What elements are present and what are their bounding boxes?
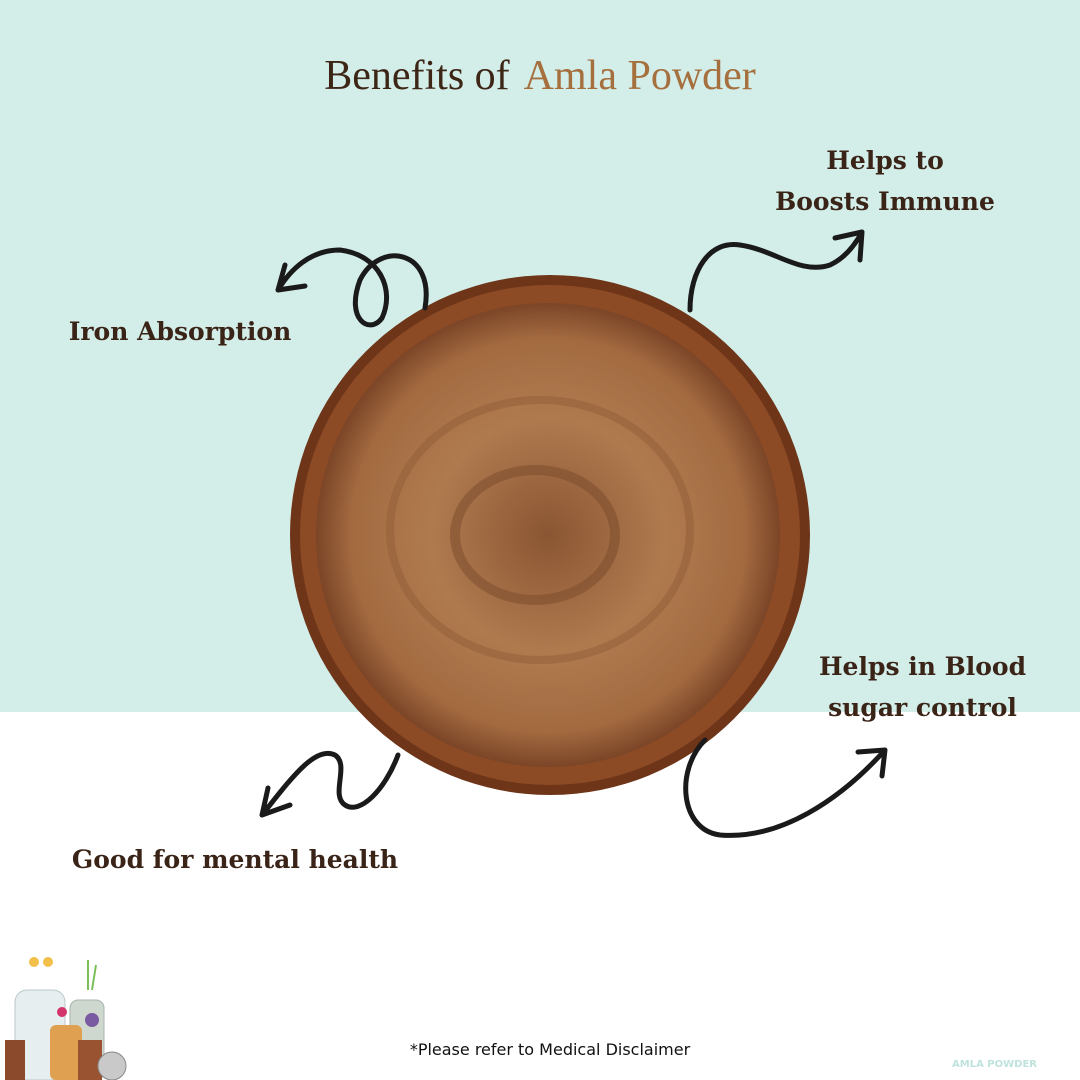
arrow-immune [687, 229, 865, 313]
title-highlight: Amla Powder [523, 53, 756, 99]
benefit-blood-sugar: Helps in Blood sugar control [818, 652, 1027, 722]
arrow-mental [259, 750, 401, 818]
benefit-immune: Helps to Boosts Immune [775, 146, 995, 216]
benefit-iron-absorption: Iron Absorption [68, 317, 292, 346]
herb-bottles-icon [5, 957, 127, 1080]
arrow-sugar [683, 737, 888, 838]
watermark: AMLA POWDER [952, 1059, 1037, 1070]
arrow-iron [275, 247, 429, 328]
bowl-image [290, 275, 810, 795]
title-prefix: Benefits of [324, 53, 510, 99]
medical-disclaimer: *Please refer to Medical Disclaimer [409, 1040, 691, 1059]
page-title: Benefits of Amla Powder [0, 52, 1080, 100]
benefit-mental-health: Good for mental health [71, 845, 399, 874]
